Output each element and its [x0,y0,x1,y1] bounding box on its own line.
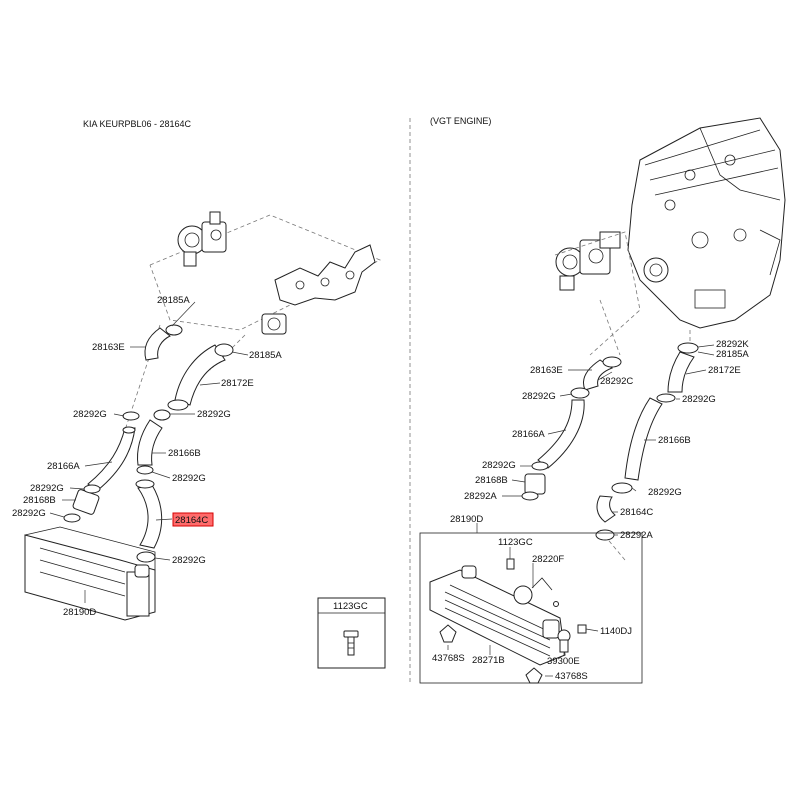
clamp-28292G-d-left [83,484,101,494]
clamp-28185A-top-left [165,324,183,336]
sensor-28220F-icon [513,585,533,605]
clamp-28292G-e-left [63,513,81,523]
pipe-28166B-left [137,419,163,466]
clamp-28292A-b-right [595,529,615,541]
label-28292G-b-right: 28292G [682,394,716,405]
clamp-28292K-right [677,342,699,354]
label-28292A-a-right: 28292A [464,491,497,502]
clamp-28185A-mid-left [214,343,234,357]
hose-28163E-right [583,359,614,391]
bolt-1123GC-right-icon [506,558,515,570]
label-28163E-right: 28163E [530,365,563,376]
label-28292G-e-left: 28292G [12,508,46,519]
label-28168B-right: 28168B [475,475,508,486]
label-28292G-c-right: 28292G [482,460,516,471]
label-28185A-top-left: 28185A [157,295,190,306]
left-leader-lines [49,301,249,603]
pipe-28166A-left [87,427,136,491]
label-28292G-b-left: 28292G [197,409,231,420]
turbocharger-left [177,211,227,267]
right-leader-lines [447,344,715,677]
label-28166B-right: 28166B [658,435,691,446]
label-28292G-c-left: 28292G [172,473,206,484]
label-28271B-right: 28271B [472,655,505,666]
label-1123GC-box: 1123GC [333,601,368,612]
label-28190D-right: 28190D [450,514,483,525]
label-28292G-a-left: 28292G [73,409,107,420]
clamp-28292G-a-right [570,387,590,399]
clamp-28292G-d-right [531,461,549,471]
label-28172E-right: 28172E [708,365,741,376]
clamp-28292G-b-right [656,393,676,403]
clamp-28292G-c-left [136,465,154,475]
left-assembly-guide [149,214,381,331]
label-28292K-right: 28292K [716,339,749,350]
label-28220F-right: 28220F [532,554,564,565]
label-28185A-mid-left: 28185A [249,350,282,361]
label-1140DJ-right: 1140DJ [600,626,632,637]
clamp-28292G-c-right [611,482,633,494]
bolt-1140DJ-icon [577,624,587,634]
hose-28164C-right [596,495,616,523]
clamp-28292A-a-right [521,491,539,501]
hose-28163E-left [144,327,171,361]
grommet-43768S-b-icon [525,667,543,684]
detail-box-1123GC: 1123GC [317,597,386,669]
label-28168B-left: 28168B [23,495,56,506]
connector-28168B-right [524,473,546,495]
label-28190D-left: 28190D [63,607,96,618]
right-assembly-guide [554,231,641,356]
clamp-28292C-right [602,356,622,368]
clamp-28292G-f-left [136,551,156,563]
hose-28164C-left [137,484,163,549]
engine-block-right [627,117,786,329]
label-43768S-a-right: 43768S [432,653,465,664]
label-28292G-d-left: 28292G [30,483,64,494]
hose-28172E-right [667,351,695,393]
label-28164C-left: 28164C [175,515,208,526]
highlight-box-28164C [172,512,214,527]
exhaust-manifold-left [261,244,376,335]
left-diagram-title: KIA KEURPBL06 - 28164C [83,119,192,129]
label-28292G-d-right: 28292G [648,487,682,498]
bolt-1123GC-icon [343,630,359,638]
intercooler-core-28271B-right [429,565,566,666]
label-28166B-left: 28166B [168,448,201,459]
label-1123GC-right: 1123GC [498,537,533,548]
label-28163E-left: 28163E [92,342,125,353]
intercooler-28190D-left [24,526,156,621]
pipe-28166A-right [537,399,585,469]
label-28172E-left: 28172E [221,378,254,389]
label-28292C-right: 28292C [600,376,633,387]
label-43768S-b-right: 43768S [555,671,588,682]
label-28166A-left: 28166A [47,461,80,472]
turbocharger-right [555,231,621,291]
pipe-28166B-right [624,397,663,481]
label-28292G-f-left: 28292G [172,555,206,566]
clamp-28292G-b-left [153,409,171,421]
label-28292G-a-right: 28292G [522,391,556,402]
label-28185A-right: 28185A [716,349,749,360]
label-28164C-right: 28164C [620,507,653,518]
label-28166A-right: 28166A [512,429,545,440]
label-39300E-right: 39300E [547,656,580,667]
grommet-43768S-a-icon [439,624,457,643]
right-diagram-title: (VGT ENGINE) [430,116,491,126]
label-28292A-b-right: 28292A [620,530,653,541]
clamp-28292G-a-left [122,411,140,421]
